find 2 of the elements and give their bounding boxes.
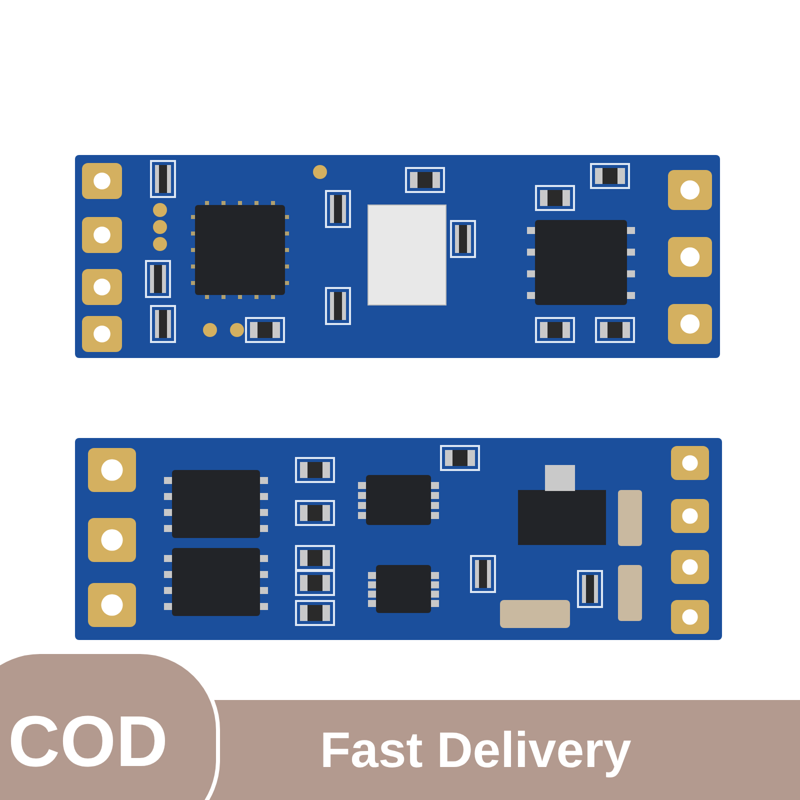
promo-text: Fast Delivery bbox=[320, 725, 632, 775]
promo-text: COD bbox=[8, 706, 168, 778]
